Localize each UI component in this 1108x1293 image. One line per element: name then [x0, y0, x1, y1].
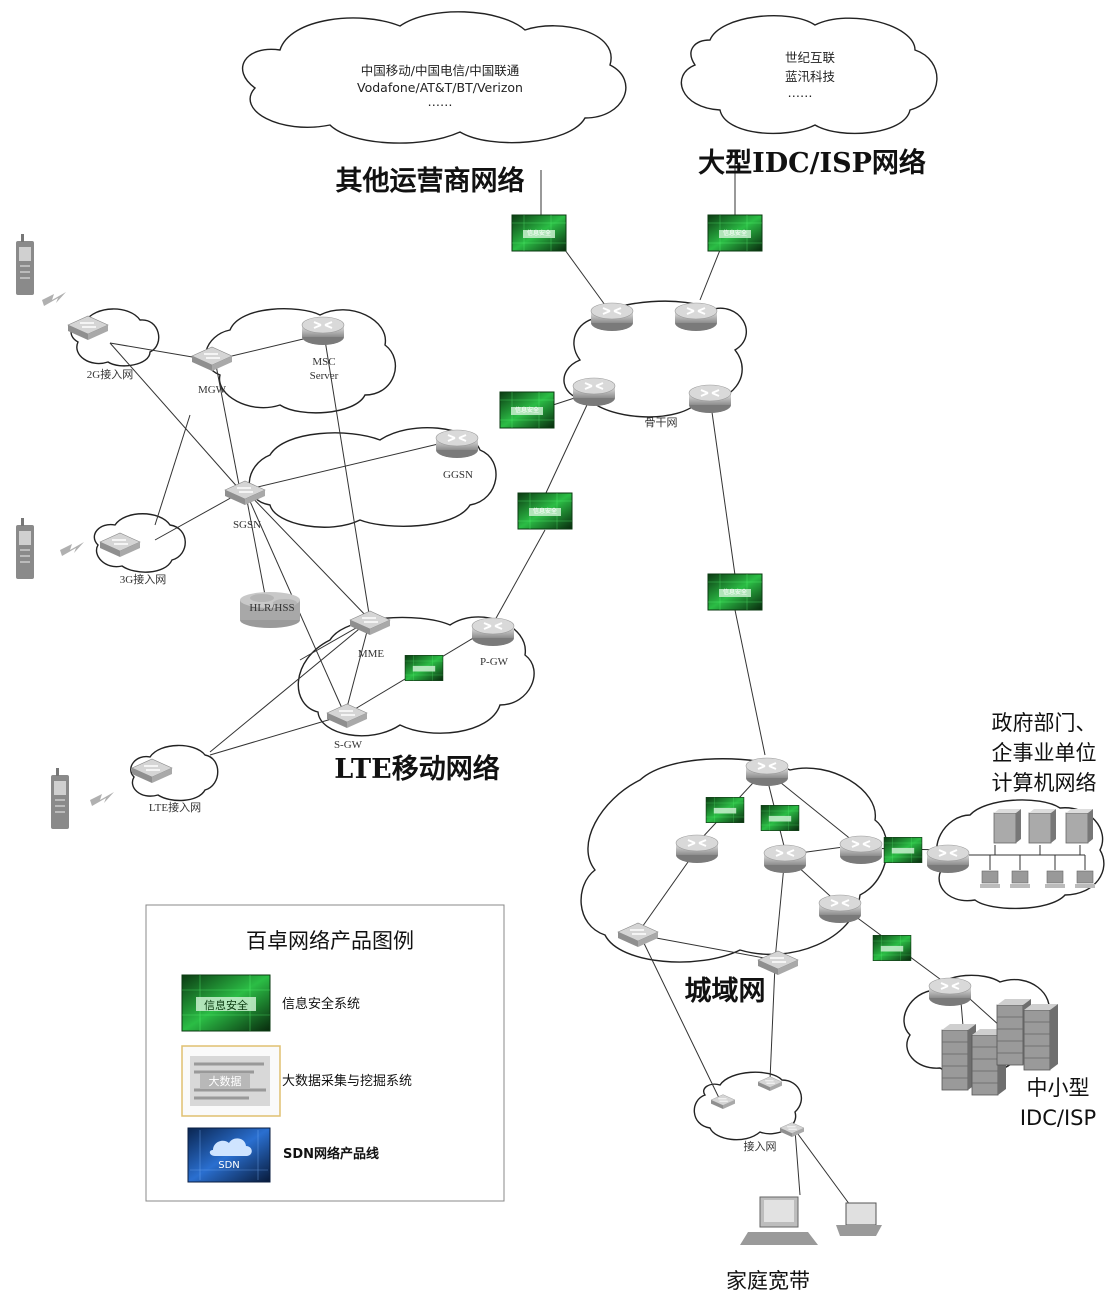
label-msc-2: Server	[310, 370, 339, 382]
title-home: 家庭宽带	[726, 1269, 810, 1293]
title-gov-1: 政府部门、	[992, 711, 1097, 735]
title-gov-3: 计算机网络	[992, 771, 1097, 795]
router-metro-center[interactable]	[763, 844, 807, 874]
router-metro-lower[interactable]	[818, 894, 862, 924]
label-msc-1: MSC	[312, 356, 335, 368]
label-backbone: 骨干网	[645, 416, 678, 429]
bigdata-icon: 大数据	[181, 1045, 281, 1117]
legend-box: 百卓网络产品图例 信息安全 信息安全系统 大数据 大数据采集与挖掘系统	[145, 904, 505, 1202]
svg-text:信息安全: 信息安全	[533, 507, 557, 515]
cloud-operators-line1: 中国移动/中国电信/中国联通	[361, 63, 520, 78]
cloud-home-access	[693, 1071, 803, 1141]
cloud-circuit-core	[204, 308, 396, 414]
firewall-small-idc[interactable]	[872, 935, 912, 961]
legend-item-security: 信息安全 信息安全系统	[181, 974, 360, 1032]
cloud-idc-line1: 世纪互联	[785, 50, 836, 65]
cloud-metro	[580, 758, 888, 963]
cloud-packet-core	[248, 426, 497, 528]
router-metro-top[interactable]	[745, 757, 789, 787]
svg-text:信息安全: 信息安全	[515, 406, 539, 414]
gov-servers	[993, 808, 1094, 844]
label-sgw: S-GW	[334, 739, 363, 751]
legend-item-bigdata: 大数据 大数据采集与挖掘系统	[181, 1045, 412, 1117]
svg-text:信息安全: 信息安全	[723, 588, 747, 596]
cloud-idc-line3: ……	[788, 85, 813, 100]
title-other-operators: 其他运营商网络	[336, 165, 525, 197]
label-lte-access: LTE接入网	[149, 801, 201, 814]
title-idc-isp: 大型IDC/ISP网络	[698, 147, 926, 179]
cloud-operators-line3: ……	[428, 94, 453, 109]
router-top-right-backbone[interactable]	[674, 302, 718, 332]
svg-text:大数据: 大数据	[209, 1074, 242, 1088]
legend-text-sdn: SDN网络产品线	[283, 1146, 379, 1162]
mobile-phone-3g-icon	[15, 517, 35, 580]
radio-signal-lte-icon	[90, 792, 114, 806]
svg-text:信息安全: 信息安全	[723, 229, 747, 237]
router-small-idc[interactable]	[928, 977, 972, 1007]
firewall-gov[interactable]	[883, 837, 923, 863]
radio-signal-3g-icon	[60, 542, 84, 556]
legend-title: 百卓网络产品图例	[246, 929, 414, 953]
router-mid-right-backbone[interactable]	[688, 384, 732, 414]
label-2g-access: 2G接入网	[87, 368, 133, 381]
sdn-icon: SDN	[187, 1127, 271, 1183]
router-pgw[interactable]	[471, 617, 515, 647]
router-mid-left-backbone[interactable]	[572, 377, 616, 407]
label-hlr-hss: HLR/HSS	[249, 602, 294, 614]
label-mgw: MGW	[198, 384, 227, 396]
router-msc-server[interactable]	[301, 316, 345, 346]
router-metro-left[interactable]	[675, 834, 719, 864]
firewall-idc-isp[interactable]: 信息安全	[707, 214, 763, 252]
cloud-operators-line2: Vodafone/AT&T/BT/Verizon	[357, 80, 523, 95]
label-mme: MME	[358, 648, 385, 660]
label-access-net: 接入网	[744, 1140, 777, 1153]
title-small-idc-2: IDC/ISP	[1020, 1106, 1096, 1130]
label-sgsn: SGSN	[233, 519, 261, 531]
firewall-other-operators[interactable]: 信息安全	[511, 214, 567, 252]
security-icon: 信息安全	[181, 974, 271, 1032]
svg-text:信息安全: 信息安全	[527, 229, 551, 237]
desktop-computer-icon	[740, 1196, 818, 1245]
label-3g-access: 3G接入网	[120, 573, 166, 586]
mobile-phone-lte-icon	[50, 767, 70, 830]
router-top-left-backbone[interactable]	[590, 302, 634, 332]
firewall-ggsn-backbone[interactable]: 信息安全	[499, 391, 555, 429]
legend-text-security: 信息安全系统	[282, 996, 360, 1012]
firewall-lte-core[interactable]	[404, 655, 444, 681]
label-ggsn: GGSN	[443, 469, 473, 481]
cloud-idc-line2: 蓝汛科技	[785, 69, 836, 84]
router-metro-right[interactable]	[839, 835, 883, 865]
legend-text-bigdata: 大数据采集与挖掘系统	[282, 1073, 412, 1089]
firewall-metro-1[interactable]	[705, 797, 745, 823]
firewall-pgw-backbone[interactable]: 信息安全	[517, 492, 573, 530]
title-small-idc-1: 中小型	[1027, 1076, 1090, 1100]
cloud-other-operators	[242, 11, 627, 144]
legend-item-sdn: SDN SDN网络产品线	[187, 1127, 379, 1183]
hlr-hss-database-icon	[240, 592, 300, 628]
laptop-icon	[836, 1202, 882, 1236]
title-lte: LTE移动网络	[334, 753, 499, 785]
firewall-backbone-metro[interactable]: 信息安全	[707, 573, 763, 611]
mobile-phone-2g-icon	[15, 233, 35, 296]
cloud-idc-isp	[680, 15, 938, 135]
svg-text:SDN: SDN	[218, 1160, 240, 1171]
firewall-metro-2[interactable]	[760, 805, 800, 831]
radio-signal-2g-icon	[42, 292, 66, 306]
router-ggsn[interactable]	[435, 429, 479, 459]
router-gov[interactable]	[926, 844, 970, 874]
svg-text:信息安全: 信息安全	[204, 998, 248, 1012]
title-gov-2: 企事业单位	[992, 741, 1097, 765]
label-pgw: P-GW	[480, 656, 509, 668]
title-metro: 城域网	[685, 976, 766, 1007]
